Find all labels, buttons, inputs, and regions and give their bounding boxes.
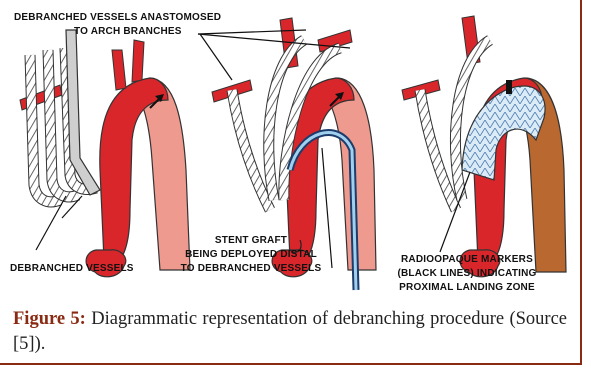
label-stent-line2: BEING DEPLOYED DISTAL [185, 249, 317, 260]
label-markers-line3: PROXIMAL LANDING ZONE [399, 282, 535, 293]
label-debranched-vessels: DEBRANCHED VESSELS [10, 263, 134, 274]
arch-branch-1b [132, 40, 144, 82]
descending-aorta-1 [140, 78, 190, 270]
label-markers-line1: RADIOOPAQUE MARKERS [401, 254, 533, 265]
debranching-diagram: DEBRANCHED VESSELS ANASTOMOSED TO ARCH B… [0, 0, 591, 305]
label-stent-line1: STENT GRAFT [215, 235, 287, 246]
figure-caption: Figure 5: Diagrammatic representation of… [13, 307, 567, 357]
label-stent-line3: TO DEBRANCHED VESSELS [181, 263, 322, 274]
caption-text: Diagrammatic representation of debranchi… [13, 309, 567, 354]
arch-branch-1a [112, 50, 126, 90]
label-markers-line2: (BLACK LINES) INDICATING [397, 268, 536, 279]
panel-3-deployed-stent [402, 16, 566, 277]
figure-number: Figure 5: [13, 309, 86, 329]
panel-1-debranched-vessels [20, 30, 190, 277]
radiopaque-marker [506, 80, 512, 94]
label-anastomosed-line2: TO ARCH BRANCHES [74, 26, 182, 37]
label-anastomosed-line1: DEBRANCHED VESSELS ANASTOMOSED [14, 12, 221, 23]
